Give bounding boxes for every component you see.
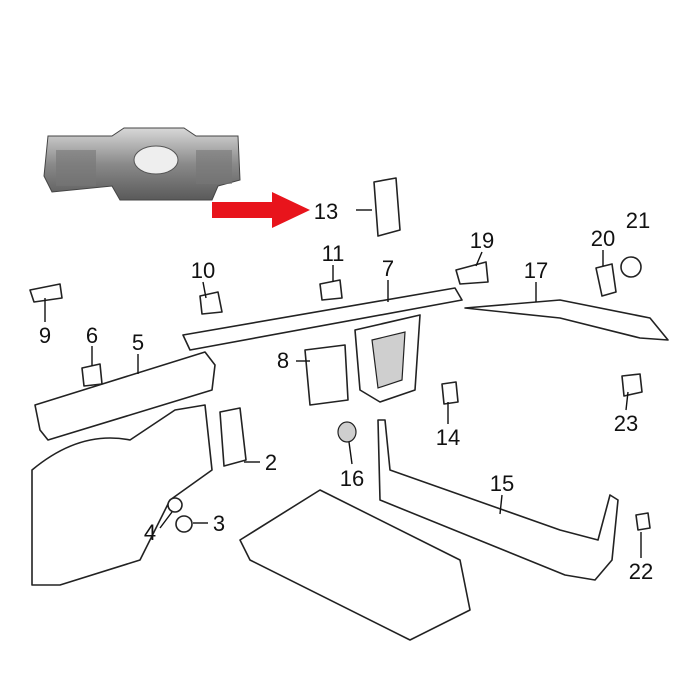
part-15 <box>377 419 619 581</box>
part-8 <box>304 344 349 406</box>
callout-22: 21 <box>626 208 650 233</box>
callout-7: 7 <box>382 256 394 281</box>
part-13 <box>373 177 401 237</box>
callout-3: 3 <box>213 511 225 536</box>
callout-20: 19 <box>470 228 494 253</box>
cargo-cover <box>239 489 471 641</box>
callout-8: 8 <box>277 348 289 373</box>
highlight-arrow <box>212 192 310 228</box>
callout-5: 5 <box>132 330 144 355</box>
callout-21: 20 <box>591 226 615 251</box>
callout-2: 2 <box>265 450 277 475</box>
callout-9: 9 <box>39 323 51 348</box>
leader-lines <box>44 209 642 558</box>
callout-16: 22 <box>629 559 653 584</box>
callout-17: 16 <box>340 466 364 491</box>
callout-11: 11 <box>322 241 345 266</box>
part-2 <box>219 407 247 467</box>
callout-10: 10 <box>191 258 215 283</box>
callout-15: 15 <box>490 471 514 496</box>
part-19 <box>464 299 669 341</box>
panel <box>31 404 213 586</box>
callout-19: 17 <box>524 258 548 283</box>
part-13-photo <box>43 127 241 201</box>
callout-23: 23 <box>614 411 638 436</box>
callout-labels: 13 11 7 19 17 20 21 10 9 6 5 8 14 23 16 … <box>39 199 653 584</box>
part-drawings <box>29 177 669 641</box>
callout-14: 14 <box>436 425 460 450</box>
part-5 <box>34 351 216 441</box>
callout-4: 4 <box>144 520 156 545</box>
callout-6: 6 <box>86 323 98 348</box>
callout-13: 13 <box>314 199 338 224</box>
